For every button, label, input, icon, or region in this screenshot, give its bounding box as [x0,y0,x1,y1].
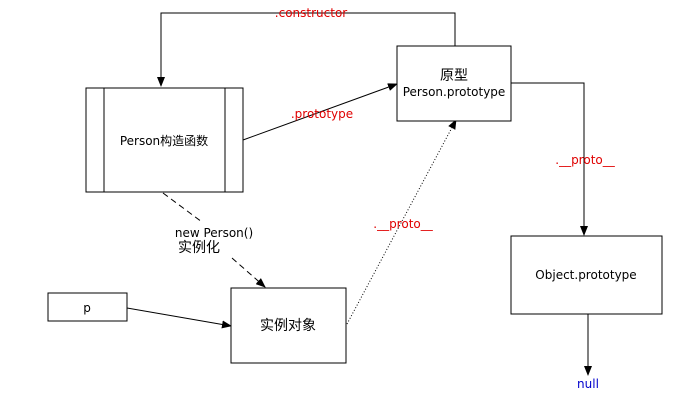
prototype-node-subtitle: Person.prototype [403,85,506,99]
null-label: null [577,377,599,391]
prototype-proto-label: .__proto__ [555,153,615,167]
prototype-node: 原型 Person.prototype [396,45,512,122]
new-person-edge-lower [231,257,266,288]
instance-node: 实例对象 [230,287,347,364]
instance-proto-label: .__proto__ [373,217,433,231]
prototype-edge-label: .prototype [291,107,353,121]
instantiate-label: 实例化 [178,240,220,256]
p-variable-label: p [83,301,91,315]
constructor-node: Person构造函数 [85,87,244,193]
instance-proto-edge [346,119,457,325]
instance-node-label: 实例对象 [260,318,316,334]
constructor-edge [157,12,456,87]
p-reference-edge [126,307,232,329]
prototype-edge [242,83,398,141]
new-person-edge [162,192,203,223]
object-prototype-node: Object.prototype [510,235,663,315]
object-prototype-label: Object.prototype [535,268,636,282]
prototype-node-title: 原型 [440,68,468,84]
constructor-node-label: Person构造函数 [120,133,208,148]
constructor-edge-label: .constructor [275,6,348,20]
p-variable-node: p [47,292,128,322]
prototype-proto-edge [511,82,588,236]
new-person-label: new Person() [175,226,253,240]
